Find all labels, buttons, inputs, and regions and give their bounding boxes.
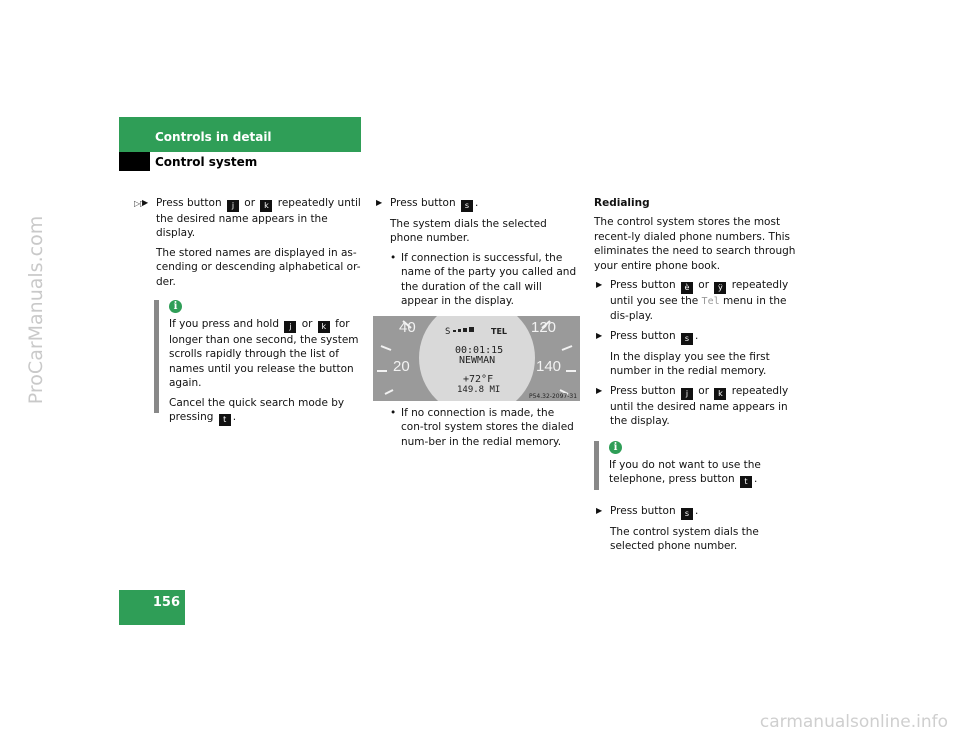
column-3: Redialing The control system stores the …: [594, 196, 804, 433]
down-button-icon: j: [680, 387, 693, 400]
call-button-icon: s: [460, 200, 473, 212]
info-text: .: [232, 411, 237, 424]
section-title: Controls in detail: [155, 130, 272, 144]
figure-code: P54.32-2097-31: [529, 393, 577, 400]
column-3-lower: ▶ Press button s. The control system dia…: [594, 504, 804, 559]
step-note: The stored names are displayed in as-cen…: [156, 246, 361, 288]
bullet-not-connected: If no connection is made, the con-trol s…: [390, 406, 580, 449]
step-text: Press button: [390, 197, 456, 209]
call-button-icon: s: [680, 508, 693, 520]
subsection-title: Control system: [155, 155, 258, 169]
step-arrow-icon: ▶: [596, 330, 603, 340]
step-text: Press button: [610, 329, 676, 342]
info-text: If you do not want to use the telephone,…: [609, 459, 761, 486]
step-text: Press button: [156, 197, 222, 209]
step-text: Press button: [610, 279, 676, 292]
step-select-redial-name: ▶ Press button j or k repeatedly until t…: [594, 384, 804, 429]
step-text: repeatedly until the desired name appear…: [156, 197, 361, 240]
info-text: for longer than one second, the system s…: [169, 318, 359, 390]
header-bar: [119, 117, 361, 152]
step-arrow-icon: ▶: [596, 385, 603, 395]
bottom-watermark: carmanualsonline.info: [759, 712, 948, 732]
step-note: The control system dials the selected ph…: [610, 526, 759, 553]
header-marker: [119, 152, 150, 171]
step-text: or: [244, 197, 256, 209]
down-button-icon: j: [284, 321, 297, 333]
info-text: Cancel the quick search mode by pressing: [169, 396, 345, 424]
page-number-box: [119, 590, 185, 625]
info-text: .: [753, 473, 758, 486]
step-text: .: [694, 505, 699, 517]
end-call-button-icon: t: [739, 476, 752, 489]
column-1: ▶ Press button j or k repeatedly until t…: [142, 196, 361, 294]
step-arrow-icon: ▶: [142, 198, 149, 207]
step-arrow-icon: ▶: [376, 198, 383, 207]
svg-text:S: S: [445, 327, 450, 337]
redialing-intro: The control system stores the most recen…: [594, 216, 796, 272]
down-button-icon: j: [226, 200, 239, 212]
info-box-cancel-telephone: i If you do not want to use the telephon…: [594, 441, 814, 490]
instrument-cluster-display: 40 20 120 140 S TEL 00:01:15 NEWMAN +72°…: [373, 316, 580, 401]
previous-menu-button-icon: ÿ: [714, 282, 727, 295]
info-icon: i: [609, 441, 622, 454]
step-arrow-icon: ▶: [596, 506, 603, 515]
info-text: If you press and hold: [169, 318, 280, 330]
call-duration: 00:01:15: [455, 345, 503, 356]
step-show-redial: ▶ Press button s. In the display you see…: [594, 329, 804, 379]
step-text: repeatedly until the desired name appear…: [610, 384, 789, 428]
speed-120-label: 120: [531, 319, 556, 336]
step-select-name: ▶ Press button j or k repeatedly until t…: [140, 196, 361, 289]
info-box-quick-search: i If you press and hold j or k for longe…: [154, 300, 369, 427]
up-button-icon: k: [714, 387, 727, 400]
speed-20-label: 20: [393, 358, 410, 375]
step-text: Press button: [610, 505, 676, 517]
info-icon: i: [169, 300, 182, 313]
signal-strength-icon: S: [445, 327, 474, 337]
bullet-connected: If connection is successful, the name of…: [390, 251, 581, 309]
outside-temperature: +72°F: [463, 374, 493, 385]
up-button-icon: k: [260, 200, 273, 212]
speed-140-label: 140: [536, 358, 561, 375]
call-button-icon: s: [680, 332, 693, 345]
step-text: .: [694, 329, 699, 342]
tel-menu-label: Tel: [701, 296, 720, 308]
trip-odometer: 149.8 MI: [457, 385, 500, 395]
info-text: or: [301, 318, 313, 330]
column-2: ▶ Press button s. The system dials the s…: [374, 196, 581, 313]
column-2-lower: If no connection is made, the con-trol s…: [390, 406, 580, 453]
caller-name: NEWMAN: [459, 355, 495, 366]
end-call-button-icon: t: [218, 414, 231, 427]
continued-marker: ▷▷: [134, 199, 147, 208]
step-text: or: [698, 384, 710, 397]
display-dial: [419, 316, 535, 401]
up-button-icon: k: [317, 321, 330, 333]
step-arrow-icon: ▶: [596, 280, 603, 290]
step-text: .: [474, 197, 479, 209]
side-watermark-text: ProCarManuals.com: [25, 215, 47, 405]
step-text: or: [698, 279, 710, 292]
step-dial: ▶ Press button s. The system dials the s…: [374, 196, 581, 308]
step-dial-redial: ▶ Press button s. The control system dia…: [594, 504, 804, 554]
step-open-tel-menu: ▶ Press button è or ÿ repeatedly until y…: [594, 278, 804, 324]
step-text: repeatedly until you see the: [610, 279, 789, 308]
step-note: The system dials the selected phone numb…: [390, 218, 547, 245]
side-watermark: ProCarManuals.com: [24, 160, 48, 460]
next-menu-button-icon: è: [680, 282, 693, 295]
step-note: In the display you see the first number …: [610, 350, 770, 378]
step-text: menu in the dis-play.: [610, 295, 787, 323]
redialing-heading: Redialing: [594, 197, 650, 209]
page-number: 156: [152, 595, 180, 610]
speed-40-label: 40: [399, 319, 416, 336]
gauge-ticks: [377, 320, 576, 395]
tel-label: TEL: [491, 327, 507, 336]
step-text: Press button: [610, 384, 676, 397]
